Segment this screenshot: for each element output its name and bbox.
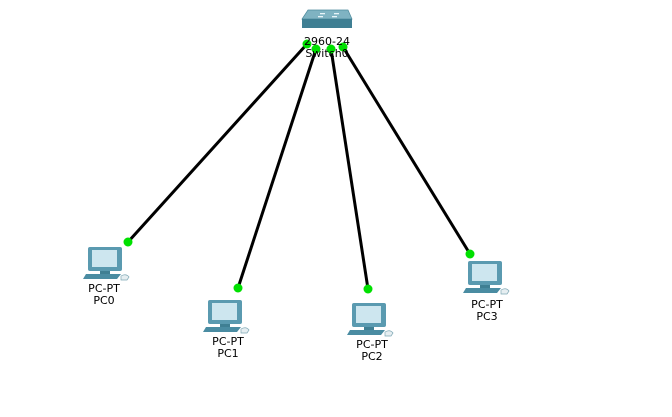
link-status-switch-pc1 <box>311 44 321 54</box>
switch-arrow-icon <box>318 16 323 18</box>
monitor-stand-icon <box>100 271 110 274</box>
link-switch0-pc1[interactable] <box>236 48 318 289</box>
link-status-pc-pc0 <box>123 237 133 247</box>
device-name-label: PC1 <box>217 347 239 360</box>
monitor-stand-icon <box>220 324 230 327</box>
switch-arrow-icon <box>332 16 337 18</box>
pc-device-pc0[interactable] <box>83 247 130 281</box>
keyboard-icon <box>203 327 241 332</box>
link-switch0-pc2[interactable] <box>329 48 370 290</box>
link-status-pc-pc3 <box>465 249 475 259</box>
switch-top-icon <box>301 9 353 20</box>
monitor-stand-icon <box>480 285 490 288</box>
link-status-pc-pc1 <box>233 283 243 293</box>
screen-icon <box>356 306 381 323</box>
switch-arrow-icon <box>320 13 325 15</box>
switch-front-icon <box>302 19 352 28</box>
keyboard-icon <box>347 330 385 335</box>
keyboard-icon <box>83 274 121 279</box>
screen-icon <box>92 250 117 267</box>
link-status-switch-pc3 <box>338 42 348 52</box>
device-model-label: PC-PT <box>356 338 388 351</box>
link-status-pc-pc2 <box>363 284 373 294</box>
device-model-label: 2960-24 <box>304 35 350 48</box>
keyboard-icon <box>463 288 501 293</box>
link-switch0-pc0[interactable] <box>126 42 309 244</box>
device-model-label: PC-PT <box>88 282 120 295</box>
monitor-stand-icon <box>364 327 374 330</box>
pc-device-pc1[interactable] <box>203 300 250 334</box>
mouse-icon <box>120 274 130 281</box>
mouse-icon <box>240 327 250 334</box>
pc-device-pc2[interactable] <box>347 303 394 337</box>
device-model-label: PC-PT <box>471 298 503 311</box>
device-name-label: PC2 <box>361 350 383 363</box>
link-status-switch-pc0 <box>302 39 312 49</box>
link-switch0-pc3[interactable] <box>341 46 472 255</box>
device-name-label: PC3 <box>476 310 498 323</box>
device-model-label: PC-PT <box>212 335 244 348</box>
mouse-icon <box>500 288 510 295</box>
screen-icon <box>212 303 237 320</box>
link-status-switch-pc2 <box>326 44 336 54</box>
screen-icon <box>472 264 497 281</box>
mouse-icon <box>384 330 394 337</box>
device-name-label: PC0 <box>93 294 115 307</box>
device-name-label: Switch0 <box>305 47 349 60</box>
switch-device-switch0[interactable] <box>301 9 353 28</box>
pc-device-pc3[interactable] <box>463 261 510 295</box>
switch-arrow-icon <box>334 13 339 15</box>
